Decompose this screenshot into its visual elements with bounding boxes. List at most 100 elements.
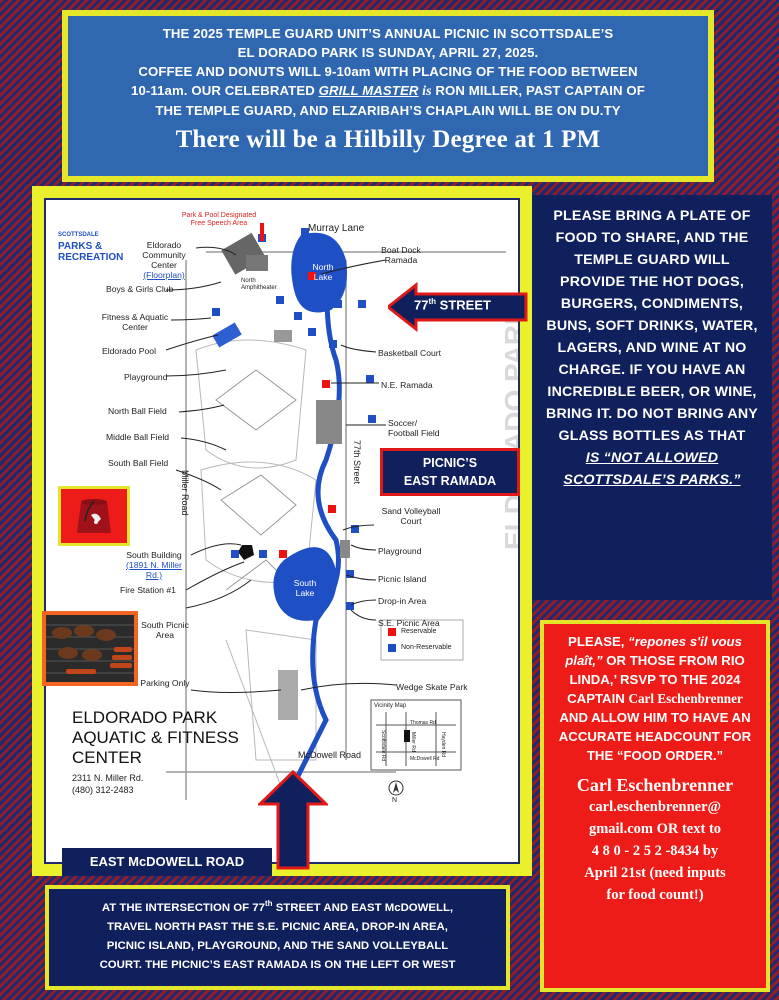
banner-line-2: EL DORADO PARK IS SUNDAY, APRIL 27, 2025…	[237, 45, 539, 60]
floorplan-link[interactable]: (Floorplan)	[143, 270, 185, 280]
vicinity-miller: Miller Rd	[410, 732, 416, 752]
fez-image	[58, 486, 130, 546]
banner-line-4-post: RON MILLER, PAST CAPTAIN OF	[431, 83, 645, 98]
map-label-event-parking: Event Parking Only	[116, 678, 190, 688]
south-building-address-link[interactable]: (1891 N. Miller Rd.)	[126, 560, 182, 580]
rsvp-allow: AND ALLOW HIM TO HAVE AN ACCURATE HEADCO…	[558, 710, 752, 763]
canal	[288, 239, 342, 792]
street77-rest: STREET	[436, 297, 491, 313]
rsvp-panel-inner: PLEASE, “repones s'il vous plaît,” OR TH…	[544, 624, 766, 988]
map-label-drop-in: Drop-in Area	[378, 596, 427, 606]
grill-image	[42, 611, 138, 686]
map-label-playground-west: Playground	[124, 372, 168, 382]
contact-lines: carl.eschenbrenner@ gmail.com OR text to…	[554, 796, 756, 906]
park-name-line-2: AQUATIC & FITNESS	[72, 728, 239, 747]
park-phone: (480) 312-2483	[72, 785, 134, 795]
brand-line-1: PARKS &	[58, 241, 103, 252]
legend-nonreservable: Non-Reservable	[401, 644, 452, 651]
murray-lane-label: Murray Lane	[308, 223, 365, 234]
map-label-soccer: Soccer/ Football Field	[388, 418, 440, 438]
directions-box: AT THE INTERSECTION OF 77th STREET AND E…	[45, 885, 510, 990]
arrow-up-shape	[256, 769, 330, 870]
legend-reservable: Reservable	[401, 628, 437, 635]
directions-line-1: AT THE INTERSECTION OF 77th STREET AND E…	[49, 894, 506, 918]
map-label-boys-girls: Boys & Girls Club	[106, 284, 174, 294]
rsvp-please: PLEASE,	[568, 634, 629, 649]
north-lake	[291, 232, 347, 313]
directions-line-4: COURT. THE PICNIC’S EAST RAMADA IS ON TH…	[99, 958, 456, 971]
arrow-up-mcdowell	[256, 769, 330, 870]
banner-line-1: THE 2025 TEMPLE GUARD UNIT’S ANNUAL PICN…	[162, 26, 614, 41]
deadline-line-1: April 21st (need inputs	[584, 865, 726, 881]
south-building-text: South Building	[126, 550, 182, 560]
directions-line-1-pre: AT THE INTERSECTION OF 77	[101, 901, 265, 914]
vicinity-thomas: Thomas Rd	[410, 720, 436, 726]
grill-icon	[46, 615, 134, 682]
picnic-line-2: EAST RAMADA	[403, 474, 497, 488]
grill-master: GRILL MASTER	[318, 83, 419, 98]
is-word: is	[418, 84, 432, 99]
directions-line-3: PICNIC ISLAND, PLAYGROUND, AND THE SAND …	[106, 939, 449, 952]
top-banner: THE 2025 TEMPLE GUARD UNIT’S ANNUAL PICN…	[62, 10, 714, 182]
map-label-community-center: Eldorado Community Center (Floorplan)	[130, 240, 198, 280]
deadline-line-2: for food count!)	[606, 887, 704, 903]
glass-warning: IS “NOT ALLOWED SCOTTSDALE’S PARKS.”	[563, 450, 741, 488]
map-label-playground-east: Playground	[378, 546, 422, 556]
food-info-panel: PLEASE BRING A PLATE OF FOOD TO SHARE, A…	[532, 195, 772, 600]
park-name-line-1: ELDORADO PARK	[72, 708, 218, 727]
degree-headline: There will be a Hilbilly Degree at 1 PM	[175, 126, 601, 153]
food-info-text: PLEASE BRING A PLATE OF FOOD TO SHARE, A…	[546, 208, 758, 444]
map-label-ne-ramada: N.E. Ramada	[381, 380, 433, 390]
map-label-skate-park: Wedge Skate Park	[396, 682, 468, 692]
banner-line-5: THE TEMPLE GUARD, AND ELZARIBAH’S CHAPLA…	[155, 103, 621, 118]
contact-phone[interactable]: 4 8 0 - 2 5 2 -8434 by	[591, 843, 719, 859]
picnic-line-1: PICNIC’S	[422, 456, 478, 470]
soccer-field	[316, 400, 342, 444]
east-mcdowell-road-label: EAST McDOWELL ROAD	[62, 848, 272, 876]
vicinity-title: Vicinity Map	[374, 703, 407, 709]
rsvp-panel: PLEASE, “repones s'il vous plaît,” OR TH…	[540, 620, 770, 992]
brand-small: SCOTTSDALE	[58, 232, 99, 238]
south-lake	[273, 547, 337, 621]
parks-rec-logo: SCOTTSDALE PARKS & RECREATION	[58, 230, 123, 263]
map-label-sand-volleyball: Sand Volleyball Court	[381, 506, 441, 526]
contact-email-1[interactable]: carl.eschenbrenner@	[588, 799, 721, 815]
community-center-text: Eldorado Community Center	[142, 240, 186, 270]
park-watermark: ELDORADO PARK	[499, 304, 520, 550]
rsvp-repones: “repones s'il vous plaît,”	[565, 634, 742, 668]
fez-icon	[63, 491, 125, 541]
south-lake-label: South Lake	[293, 578, 317, 598]
contact-email-2[interactable]: gmail.com OR text to	[588, 821, 722, 837]
directions-line-1-post: STREET AND EAST McDOWELL,	[272, 901, 454, 914]
map-label-basketball: Basketball Court	[378, 348, 442, 358]
directions-line-1-sup: th	[264, 899, 273, 908]
north-lake-label: North Lake	[312, 262, 334, 282]
park-name-line-3: CENTER	[72, 748, 142, 767]
north-amph-label: North Amphitheater	[241, 278, 277, 291]
directions-line-2: TRAVEL NORTH PAST THE S.E. PICNIC AREA, …	[107, 920, 448, 933]
map-label-north-ball: North Ball Field	[108, 406, 167, 416]
arrow-77th-street: 77th STREET	[385, 281, 528, 333]
top-banner-inner: THE 2025 TEMPLE GUARD UNIT’S ANNUAL PICN…	[68, 16, 708, 176]
north-mark: N	[392, 797, 398, 804]
contact-name: Carl Eschenbrenner	[576, 775, 734, 795]
banner-line-4-pre: 10-11am. OUR CELEBRATED	[131, 83, 319, 98]
banner-line-3: COFFEE AND DONUTS WILL 9-10am WITH PLACI…	[138, 64, 638, 79]
77th-street-label: 77th Street	[352, 440, 362, 485]
arrow-77-label: 77th STREET	[414, 297, 491, 312]
vicinity-hayden: Hayden Rd	[440, 732, 446, 758]
vicinity-mcdowell: McDowell Rd	[410, 756, 440, 762]
picnic-east-ramada-box: PICNIC’S EAST RAMADA	[380, 448, 520, 496]
park-address-text: 2311 N. Miller Rd.	[72, 773, 144, 783]
rsvp-or-those: OR THOSE FROM RIO LINDA,’ RSVP TO THE 20…	[567, 653, 745, 706]
map-label-picnic-island: Picnic Island	[378, 574, 427, 584]
map-label-south-picnic: South Picnic Area	[141, 620, 189, 640]
map-label-south-building: South Building (1891 N. Miller Rd.)	[118, 550, 190, 580]
map-label-boat-dock: Boat Dock Ramada	[381, 245, 421, 265]
map-label-fire-station: Fire Station #1	[120, 585, 176, 595]
map-label-se-picnic: S.E. Picnic Area	[378, 618, 440, 628]
map-drawing	[165, 223, 506, 801]
street77-sup: th	[428, 297, 437, 306]
street77-main: 77	[414, 297, 429, 313]
map-label-south-ball: South Ball Field	[108, 458, 169, 468]
